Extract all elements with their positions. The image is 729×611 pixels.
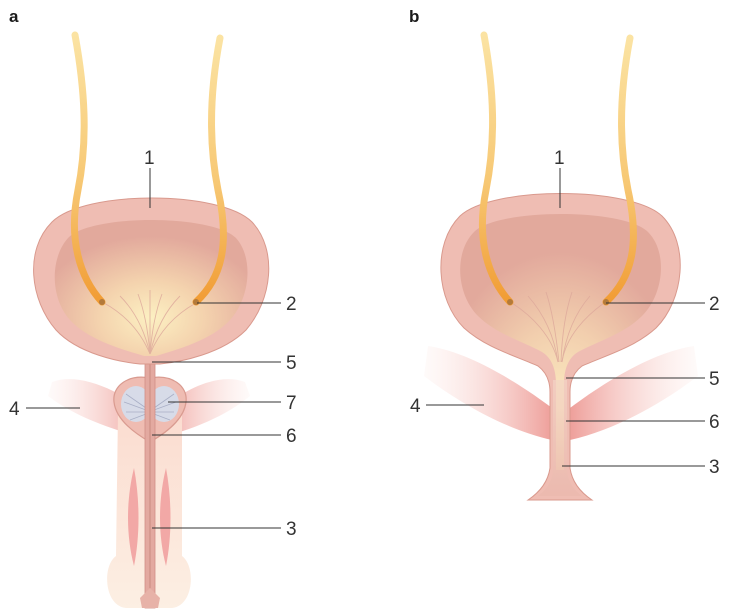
label-a-5: 5 — [286, 353, 297, 374]
label-a-4: 4 — [9, 399, 20, 420]
ureteric-orifice-a-left — [99, 299, 105, 305]
ureteric-orifice-a-right — [193, 299, 199, 305]
panel-b-letter: b — [409, 7, 419, 26]
label-a-3: 3 — [286, 519, 297, 540]
label-b-4: 4 — [410, 396, 421, 417]
label-a-7: 7 — [286, 393, 297, 414]
panel-b: b 1 2 5 6 3 — [409, 7, 720, 500]
panel-a: a — [9, 7, 297, 608]
label-b-6: 6 — [709, 412, 720, 433]
label-b-1: 1 — [554, 148, 565, 169]
label-b-2: 2 — [709, 294, 720, 315]
panel-a-letter: a — [9, 7, 19, 26]
label-b-5: 5 — [709, 369, 720, 390]
label-b-3: 3 — [709, 457, 720, 478]
label-a-6: 6 — [286, 426, 297, 447]
label-a-2: 2 — [286, 294, 297, 315]
label-a-1: 1 — [144, 148, 155, 169]
ureteric-orifice-b-left — [507, 299, 513, 305]
ureteric-orifice-b-right — [603, 299, 609, 305]
